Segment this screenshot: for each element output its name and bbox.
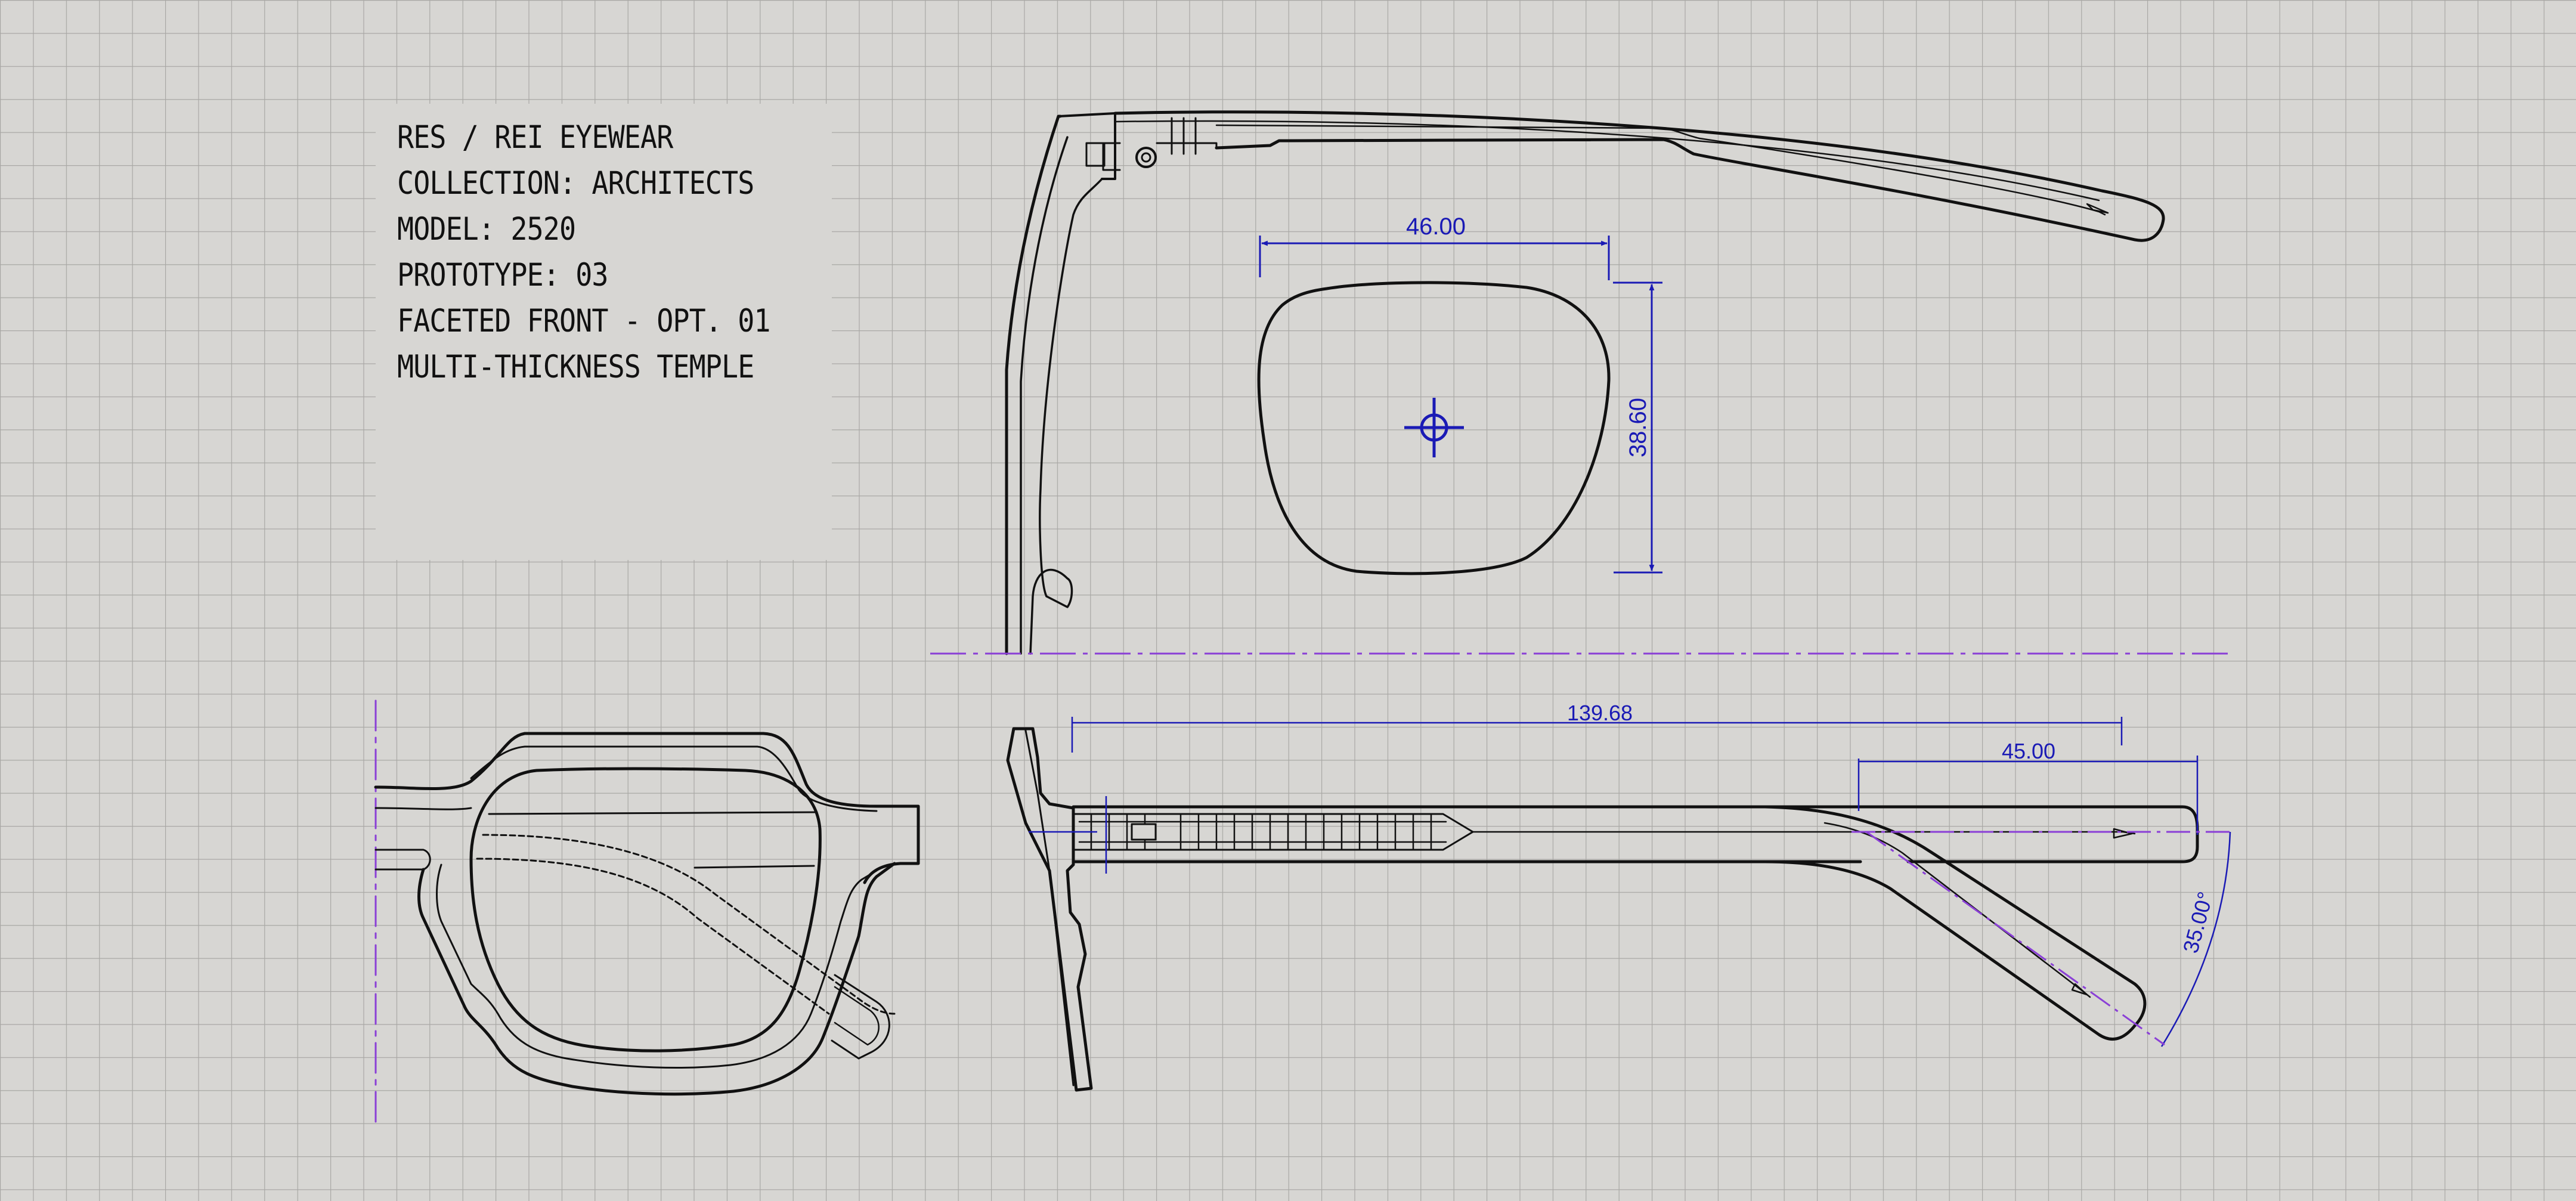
title-temple-type: MULTI-THICKNESS TEMPLE bbox=[397, 349, 754, 385]
temple-bend-label: 45.00 bbox=[2002, 739, 2055, 763]
title-model: MODEL: 2520 bbox=[397, 211, 576, 247]
front-view bbox=[374, 699, 920, 1128]
title-brand: RES / REI EYEWEAR bbox=[397, 119, 673, 156]
lens-width-dimension bbox=[1259, 236, 1610, 280]
lens-height-label: 38.60 bbox=[1625, 398, 1651, 457]
lens-width-label: 46.00 bbox=[1406, 213, 1466, 240]
side-view bbox=[1006, 727, 2199, 1092]
title-block: RES / REI EYEWEAR COLLECTION: ARCHITECTS… bbox=[376, 104, 832, 560]
lens-height-dimension bbox=[1613, 281, 1662, 574]
lens-view: 46.00 38.60 bbox=[1257, 213, 1662, 575]
title-collection: COLLECTION: ARCHITECTS bbox=[397, 165, 754, 202]
side-view-centerlines bbox=[1852, 831, 2233, 1046]
title-front-option: FACETED FRONT - OPT. 01 bbox=[397, 303, 770, 339]
temple-length-label: 139.68 bbox=[1567, 701, 1633, 725]
side-view-dimensions bbox=[1029, 717, 2231, 1047]
lens-center-mark bbox=[1404, 398, 1464, 457]
top-view bbox=[1005, 110, 2165, 655]
lens-outline bbox=[1257, 281, 1611, 575]
title-prototype: PROTOTYPE: 03 bbox=[397, 257, 608, 293]
